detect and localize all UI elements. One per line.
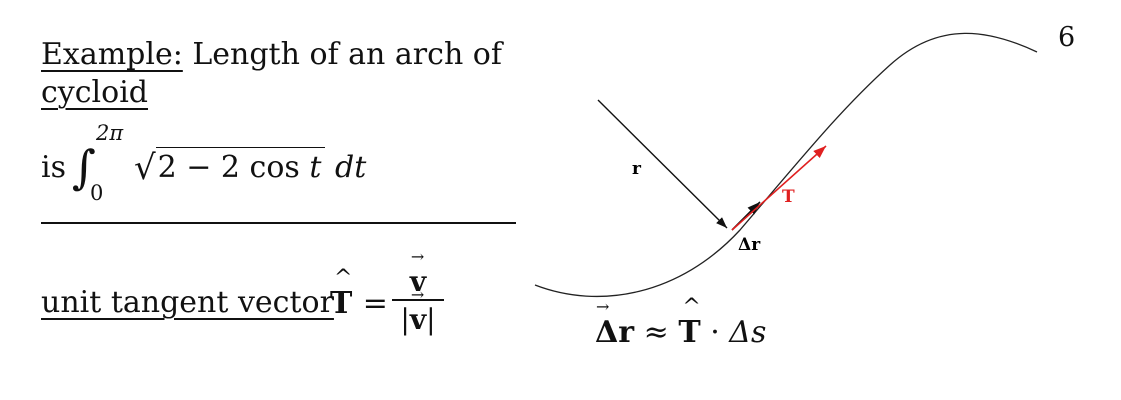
equals-sign: =	[362, 286, 388, 321]
integral-sign: ∫	[72, 140, 96, 194]
example-line-1: Example: Length of an arch of	[41, 40, 502, 70]
lower-limit: 0	[89, 181, 104, 205]
example-title-cycloid: cycloid	[41, 75, 149, 110]
page-number: 6	[1058, 22, 1076, 53]
caption-T-hat: T	[678, 315, 700, 350]
caption-approx: ≈	[643, 315, 669, 350]
example-label: Example:	[41, 37, 183, 72]
caption-delta-r: Δr	[595, 315, 634, 350]
square-root-sign: √	[133, 148, 156, 188]
label-r: r	[632, 159, 642, 179]
velocity-fraction: v |v|	[392, 265, 444, 336]
is-word: is	[41, 150, 66, 185]
arc-length-integral: is∫2π 0 √2 − 2 cos t dt	[41, 123, 367, 204]
label-delta-r: Δr	[738, 235, 761, 255]
approximation-caption: Δr ≈ T · Δs	[595, 315, 766, 350]
cycloid-curve	[534, 32, 1038, 298]
T-hat: T	[330, 286, 352, 321]
position-vector-r	[597, 99, 728, 229]
radicand-text: 2 − 2 cos	[157, 150, 300, 185]
differential-dt: dt	[334, 150, 367, 185]
variable-t: t	[309, 150, 322, 185]
fraction-denominator: |v|	[392, 303, 444, 336]
unit-tangent-lhs: T =	[330, 286, 388, 321]
caption-delta-s: Δs	[729, 315, 767, 350]
unit-tangent-label: unit tangent vector	[41, 285, 334, 320]
label-T: T	[782, 187, 795, 207]
abs-bar-right: |	[426, 302, 436, 336]
abs-bar-left: |	[400, 302, 410, 336]
radicand: 2 − 2 cos t	[155, 147, 326, 185]
tangent-vector-T	[731, 145, 827, 231]
integral-limits: 2π 0	[90, 123, 134, 204]
v-vector-denominator: v	[410, 303, 426, 336]
cycloid-tangent-diagram: r Δr T	[534, 32, 1038, 298]
upper-limit: 2π	[95, 121, 124, 145]
section-divider	[41, 222, 516, 224]
caption-dot: ·	[710, 315, 720, 350]
example-line-2: cycloid	[41, 78, 148, 108]
example-title: Length of an arch of	[192, 37, 502, 72]
unit-tangent-label-line: unit tangent vector	[41, 288, 334, 318]
